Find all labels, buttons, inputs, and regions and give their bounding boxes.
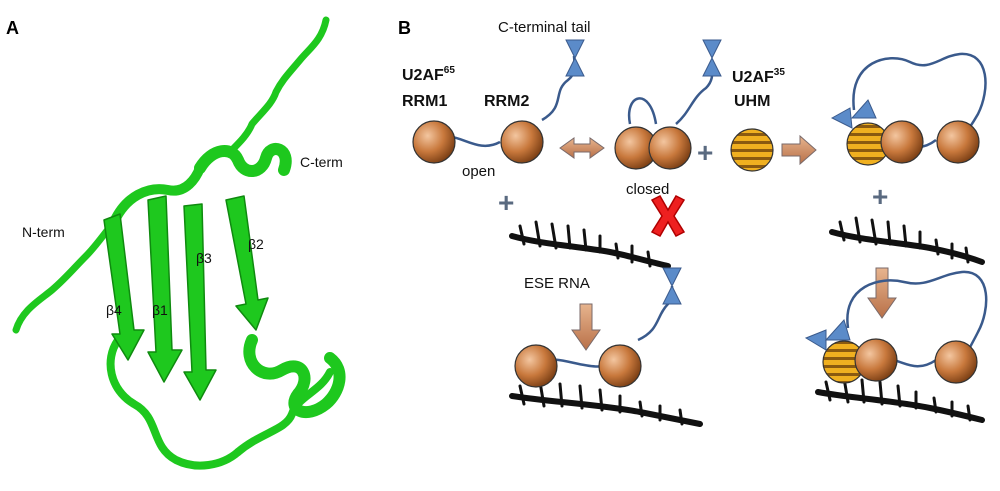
closed-label: closed [626, 181, 669, 198]
complex-state [830, 52, 987, 166]
beta-strands [103, 195, 269, 401]
protein-ribbon [12, 16, 346, 470]
beta3-label: β3 [196, 250, 212, 266]
uhm-domain [730, 128, 774, 172]
down-arrow-left [571, 303, 601, 351]
equilibrium-arrow [559, 137, 605, 159]
beta1-label: β1 [152, 302, 168, 318]
binding-arrow [781, 134, 817, 166]
open-state [412, 39, 585, 164]
c-term-label: C-term [300, 154, 343, 170]
panel-b-label: B [398, 18, 411, 38]
down-arrow-right [867, 267, 897, 319]
c-terminal-tail-label: C-terminal tail [498, 19, 591, 36]
open-label: open [462, 163, 495, 180]
uhm-label: UHM [734, 93, 770, 110]
u2af35-label: U2AF35 [732, 67, 785, 86]
rna-bound-open-state [509, 267, 703, 427]
blocked-x-icon [650, 195, 686, 237]
rrm1-label: RRM1 [402, 93, 447, 110]
beta4-label: β4 [106, 302, 122, 318]
ese-rna-label: ESE RNA [524, 275, 590, 292]
rrm2-label: RRM2 [484, 93, 529, 110]
beta2-label: β2 [248, 236, 264, 252]
panel-a-label: A [6, 18, 19, 38]
plus-sign-1: + [697, 137, 713, 168]
rna-strand-top-right [829, 216, 985, 265]
u2af65-label: U2AF65 [402, 65, 455, 84]
rna-strand-top-left [509, 220, 671, 269]
rna-bound-complex-state [804, 270, 988, 423]
closed-state [614, 39, 722, 170]
plus-sign-3: + [872, 181, 888, 212]
plus-sign-2: + [498, 187, 514, 218]
n-term-label: N-term [22, 224, 65, 240]
